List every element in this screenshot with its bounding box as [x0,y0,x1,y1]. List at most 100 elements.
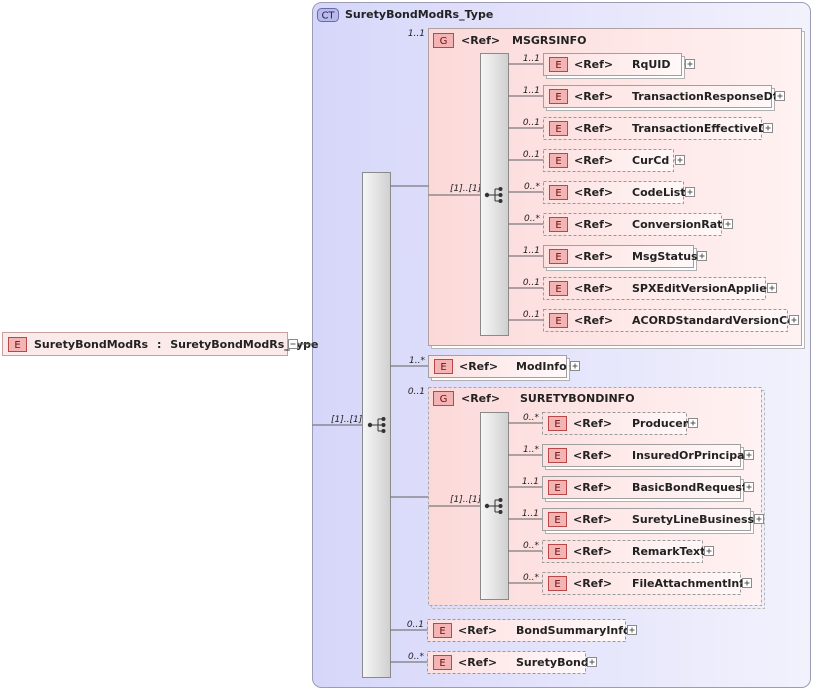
element-conversionrate[interactable]: E<Ref>ConversionRate [543,213,733,236]
element-badge [549,249,568,264]
complex-type-badge: CT [317,8,339,22]
element-acordstandardversioncd[interactable]: E <Ref> ACORDStandardVersionCd [543,309,799,332]
element-badge-label: E [555,60,561,71]
element-badge-label: E [439,658,445,669]
main-sequence: [1]..[1] [312,172,391,678]
expand-codelist[interactable] [685,187,695,197]
element-cardinality: 0..* [523,541,539,551]
expand-remarktext[interactable] [704,546,714,556]
expand-acordstandardversioncd[interactable] [789,315,799,325]
element-cardinality: 0..1 [523,118,540,128]
element-badge [549,121,568,136]
element-name: SuretyLineBusiness [632,513,755,526]
group-badge [433,33,454,48]
ref-label: <Ref> [573,545,612,558]
element-badge-label: E [555,252,561,263]
element-cardinality: 0..1 [407,620,424,630]
ref-label: <Ref> [574,154,613,167]
element-badge [549,217,568,232]
expand-conversionrate[interactable] [723,219,733,229]
element-badge-label: E [554,547,560,558]
element-suretylinebusiness[interactable]: E<Ref>SuretyLineBusiness [542,508,764,534]
element-cardinality: 0..1 [523,310,540,320]
expand-suretylinebusiness[interactable] [754,514,764,524]
expand-transactioneffectivedt[interactable] [763,123,773,133]
element-bondsummaryinfo[interactable]: E<Ref>BondSummaryInfo [427,619,637,642]
element-name: TransactionEffectiveDt [632,122,772,135]
element-transactionresponsedt[interactable]: E<Ref>TransactionResponseDt [543,85,785,111]
element-rquid[interactable]: E<Ref>RqUID [543,53,695,79]
element-name: ACORDStandardVersionCd [632,314,795,327]
element-badge-label: E [555,92,561,103]
element-name: ModInfo [516,360,567,373]
element-spxeditversionapplied[interactable]: E<Ref>SPXEditVersionApplied [543,277,777,300]
expand-fileattachmentinfo[interactable] [742,578,752,588]
expand-spxeditversionapplied[interactable] [767,283,777,293]
ref-label: <Ref> [574,314,613,327]
element-cardinality: 1..1 [523,86,540,96]
group-cardinality: 0..1 [408,387,425,397]
element-curcd[interactable]: E<Ref>CurCd [543,149,685,172]
ref-label: <Ref> [458,624,497,637]
element-fileattachmentinfo[interactable]: E<Ref>FileAttachmentInfo [542,572,753,595]
element-badge [549,281,568,296]
ref-label: <Ref> [573,513,612,526]
element-badge [549,185,568,200]
expand-transactionresponsedt[interactable] [775,91,785,101]
expand-producer[interactable] [688,418,698,428]
ref-label: <Ref> [461,34,500,47]
element-badge-label: E [440,362,446,373]
sequence-icon [484,187,503,203]
schema-content: G<Ref>MSGRSINFO1..1[1]..[1]1..1E<Ref>RqU… [390,28,805,674]
element-suretybond[interactable]: E<Ref>SuretyBond [427,651,597,674]
expand-rquid[interactable] [685,59,695,69]
expand-msgstatus[interactable] [697,251,707,261]
root-element[interactable]: E SuretyBondModRs : SuretyBondModRs_Type [2,332,319,356]
element-modinfo[interactable]: E <Ref> ModInfo [428,355,580,381]
element-badge [548,448,567,463]
element-basicbondrequest[interactable]: E<Ref>BasicBondRequest [542,476,754,502]
expand-curcd[interactable] [675,155,685,165]
element-badge [434,359,453,374]
root-collapse-toggle[interactable] [288,339,298,349]
ref-label: <Ref> [574,122,613,135]
element-remarktext[interactable]: E<Ref>RemarkText [542,540,714,563]
svg-text:SuretyBondModRs :: SuretyBondModRs : SuretyBondModRs_Type [34,338,319,351]
expand-modinfo[interactable] [570,361,580,371]
element-badge-label: E [554,419,560,430]
expand-suretybond[interactable] [587,657,597,667]
element-producer[interactable]: E<Ref>Producer [542,412,698,435]
element-name: MsgStatus [632,250,698,263]
element-cardinality: 0..1 [523,278,540,288]
element-name: InsuredOrPrincipal [632,449,748,462]
element-badge-label: E [555,284,561,295]
element-badge [549,313,568,328]
element-cardinality: 1..1 [522,509,539,519]
element-badge-label: E [554,579,560,590]
element-transactioneffectivedt[interactable]: E<Ref>TransactionEffectiveDt [543,117,773,140]
element-codelist[interactable]: E<Ref>CodeList [543,181,695,204]
element-badge [549,89,568,104]
element-badge [433,623,452,638]
group-badge-label: G [440,36,448,47]
element-msgstatus[interactable]: E<Ref>MsgStatus [543,245,707,271]
ref-label: <Ref> [574,282,613,295]
ref-label: <Ref> [459,360,498,373]
element-badge-label: E [554,451,560,462]
root-element-badge: E [14,340,20,351]
element-insuredorprincipal[interactable]: E<Ref>InsuredOrPrincipal [542,444,754,470]
element-badge-label: E [555,316,561,327]
group-badge-label: G [440,394,448,405]
element-badge [548,480,567,495]
expand-basicbondrequest[interactable] [744,482,754,492]
expand-insuredorprincipal[interactable] [744,450,754,460]
element-cardinality: 0..1 [523,150,540,160]
ref-label: <Ref> [573,577,612,590]
sequence-icon [484,498,503,514]
element-badge-label: E [439,626,445,637]
expand-bondsummaryinfo[interactable] [627,625,637,635]
ref-label: <Ref> [574,58,613,71]
group-sequence-cardinality: [1]..[1] [450,184,482,194]
element-cardinality: 1..1 [523,54,540,64]
ref-label: <Ref> [458,656,497,669]
